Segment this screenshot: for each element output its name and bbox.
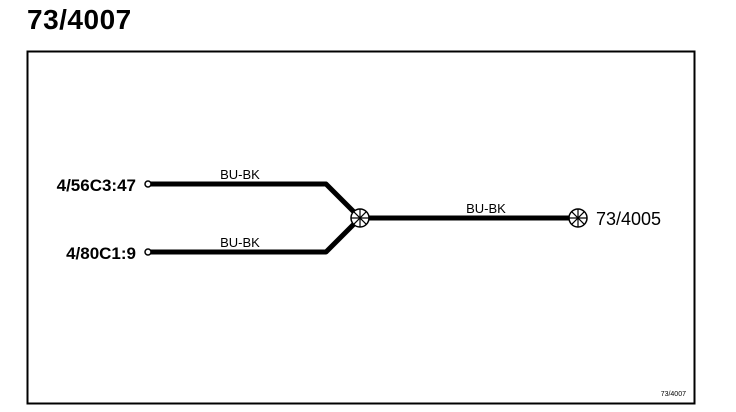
target-splice-icon (568, 208, 588, 228)
connector-terminal-1 (144, 180, 152, 188)
splice-icon (350, 208, 370, 228)
wire-color-label-1: BU-BK (220, 167, 260, 182)
wire-1 (150, 181, 362, 220)
connector-label-2: 4/80C1:9 (66, 244, 136, 263)
connector-label-1: 4/56C3:47 (57, 176, 136, 195)
wire-2 (150, 216, 362, 255)
connector-terminal-2 (144, 248, 152, 256)
wire-color-label-2: BU-BK (220, 235, 260, 250)
page-title: 73/4007 (27, 4, 132, 35)
diagram-frame (26, 50, 696, 405)
wire-color-label-3: BU-BK (466, 201, 506, 216)
footer-reference: 73/4007 (661, 391, 686, 398)
target-splice-label: 73/4005 (596, 209, 661, 229)
